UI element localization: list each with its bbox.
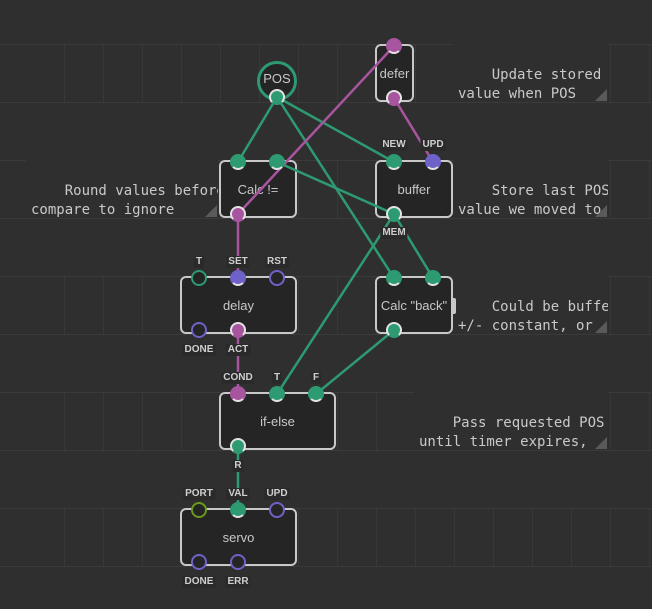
link-calcne-in2-to-buffer-mem[interactable]: [276, 160, 395, 216]
pin-pos-out[interactable]: [269, 89, 285, 105]
node-label: delay: [222, 297, 255, 313]
resize-handle[interactable]: [595, 89, 607, 101]
resize-handle[interactable]: [595, 321, 607, 333]
pin-label-r: R: [232, 460, 244, 472]
pin-ifelse-cond[interactable]: [230, 386, 246, 402]
pin-buffer-mem[interactable]: [386, 206, 402, 222]
pin-back-in2[interactable]: [425, 270, 441, 286]
node-label: POS: [263, 70, 291, 86]
resize-handle[interactable]: [205, 205, 217, 217]
pin-back-out[interactable]: [386, 322, 402, 338]
link-pos-out-to-buffer-new[interactable]: [276, 95, 395, 164]
node-label: Calc !=: [237, 181, 279, 197]
resize-handle[interactable]: [595, 205, 607, 217]
pin-label-new: NEW: [380, 139, 408, 151]
node-label: defer: [379, 65, 410, 81]
pin-label-upd: UPD: [264, 488, 290, 500]
pin-buffer-new[interactable]: [386, 154, 402, 170]
pin-delay-set[interactable]: [230, 270, 246, 286]
pin-defer-out[interactable]: [386, 90, 402, 106]
pin-label-port: PORT: [183, 488, 215, 500]
comment-could-be-buffer[interactable]: Could be buffer +/- constant, or need ot…: [453, 276, 608, 334]
pin-label-f: F: [310, 372, 322, 384]
link-buffer-mem-to-back-in2[interactable]: [392, 213, 435, 279]
comment-update-stored[interactable]: Update stored value when POS changes: [453, 44, 608, 102]
pin-calcne-in2[interactable]: [269, 154, 285, 170]
pin-servo-err[interactable]: [230, 554, 246, 570]
resize-handle[interactable]: [595, 437, 607, 449]
pin-calcne-in1[interactable]: [230, 154, 246, 170]
comment-text: Round values before compare to ignore sm…: [31, 182, 218, 219]
pin-servo-port[interactable]: [191, 502, 207, 518]
link-pos-out-to-calcne-in1[interactable]: [236, 96, 279, 163]
pin-ifelse-t[interactable]: [269, 386, 285, 402]
pin-delay-done[interactable]: [191, 322, 207, 338]
resize-handle[interactable]: [451, 298, 456, 314]
pin-label-cond: COND: [221, 372, 255, 384]
link-calcne-out-to-defer-in[interactable]: [237, 45, 395, 215]
pin-delay-rst[interactable]: [269, 270, 285, 286]
comment-round-values[interactable]: Round values before compare to ignore sm…: [26, 160, 218, 218]
grid-band: [0, 508, 652, 567]
pin-servo-done[interactable]: [191, 554, 207, 570]
pin-label-mem: MEM: [380, 227, 408, 239]
pin-label-t: T: [271, 372, 283, 384]
pin-label-act: ACT: [225, 344, 251, 356]
link-defer-out-to-buffer-upd[interactable]: [392, 97, 435, 163]
pin-back-in1[interactable]: [386, 270, 402, 286]
pin-label-done: DONE: [182, 344, 216, 356]
pin-delay-act[interactable]: [230, 322, 246, 338]
node-label: buffer: [397, 181, 431, 197]
pin-label-rst: RST: [265, 256, 289, 268]
pin-label-set: SET: [226, 256, 250, 268]
pin-label-done: DONE: [182, 576, 216, 588]
node-label: servo: [222, 529, 255, 545]
pin-label-upd: UPD: [420, 139, 446, 151]
link-buffer-mem-to-ifelse-t[interactable]: [275, 213, 396, 395]
comment-pass-requested[interactable]: Pass requested POS until timer expires, …: [414, 392, 608, 450]
comment-text: Could be buffer +/- constant, or need ot…: [458, 298, 608, 335]
pin-servo-val[interactable]: [230, 502, 246, 518]
comment-text: Update stored value when POS changes: [458, 66, 602, 103]
pin-delay-t[interactable]: [191, 270, 207, 286]
pin-label-val: VAL: [226, 488, 250, 500]
pin-defer-in[interactable]: [386, 38, 402, 54]
pin-label-err: ERR: [225, 576, 251, 588]
pin-servo-upd[interactable]: [269, 502, 285, 518]
comment-text: Pass requested POS until timer expires, …: [419, 414, 605, 451]
node-label: if-else: [260, 413, 295, 429]
pin-buffer-upd[interactable]: [425, 154, 441, 170]
pin-calcne-out[interactable]: [230, 206, 246, 222]
pin-label-t: T: [193, 256, 205, 268]
node-label: Calc "back": [380, 297, 448, 313]
comment-store-last[interactable]: Store last POS value we moved to: [453, 160, 608, 218]
pin-ifelse-f[interactable]: [308, 386, 324, 402]
link-back-out-to-ifelse-f[interactable]: [315, 329, 395, 395]
pin-ifelse-r[interactable]: [230, 438, 246, 454]
